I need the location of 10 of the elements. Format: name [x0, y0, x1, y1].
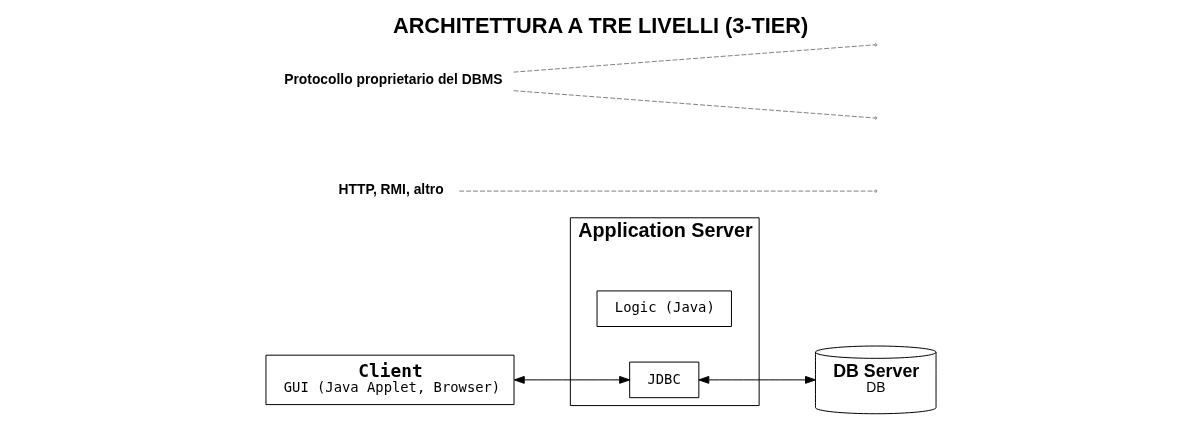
- node-text: Protocollo proprietario del DBMS: [284, 71, 503, 88]
- node-box: Client GUI (Java Applet, Browser): [265, 354, 515, 406]
- connector: [513, 90, 876, 119]
- node-box: Logic (Java): [596, 290, 732, 327]
- node-box: JDBC: [629, 361, 700, 399]
- connector: [458, 190, 876, 192]
- arrow: [513, 375, 631, 384]
- diagram-title: ARCHITETTURA A TRE LIVELLI (3-TIER): [392, 12, 809, 38]
- node-text: HTTP, RMI, altro: [338, 180, 444, 197]
- arrow: [698, 375, 816, 384]
